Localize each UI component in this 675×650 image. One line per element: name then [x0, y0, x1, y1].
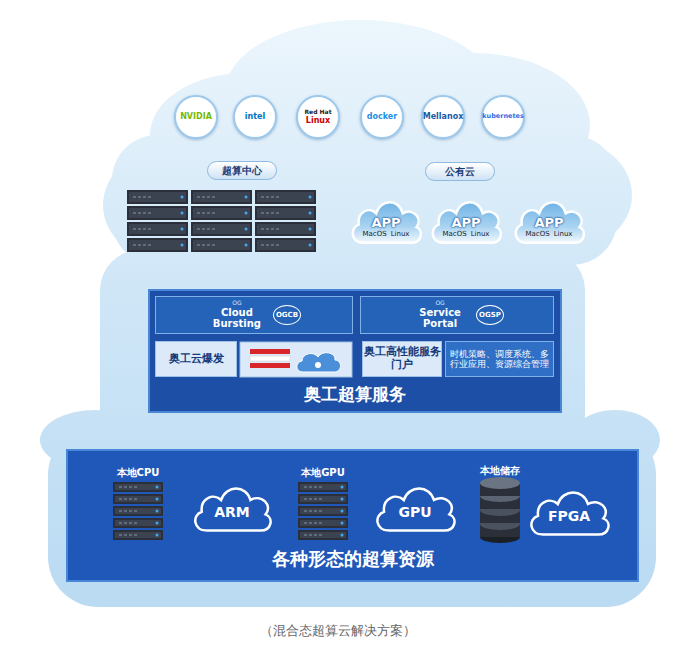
os-name: Linux: [554, 230, 573, 238]
server-racks: [113, 190, 348, 540]
appcloud-node: APPMacOS Linux: [348, 196, 424, 248]
os-name: MacOS: [362, 230, 386, 238]
bursting-image: [240, 342, 352, 377]
resource-label: 本地储存: [465, 464, 535, 478]
caption: （混合态超算云解决方案）: [0, 622, 675, 640]
logo-text: NVIDIA: [180, 112, 212, 121]
hdr-node: OGCloud Bursting OGCB: [155, 296, 353, 334]
storage-icon: [480, 477, 520, 543]
os-row: MacOS Linux: [362, 230, 409, 238]
os-name: MacOS: [442, 230, 466, 238]
light-text: 奥工高性能服务门户: [363, 346, 441, 371]
pill-node: 超算中心: [207, 161, 277, 180]
resource-name: GPU: [398, 498, 431, 520]
hdr-node: OGService Portal OGSP: [360, 296, 554, 334]
pill-node: 公有云: [425, 162, 495, 181]
resource-name: ARM: [214, 498, 250, 520]
header-badge: OGSP: [476, 305, 504, 325]
logo-text: docker: [367, 112, 397, 121]
appcloud-node: APPMacOS Linux: [511, 196, 587, 248]
logo-text: Mellanox: [423, 112, 464, 121]
pill-text: 超算中心: [222, 165, 262, 177]
mid-text: 奥工超算服务: [304, 385, 406, 405]
logo-node: NVIDIA: [174, 95, 218, 139]
cloud-shape: [40, 20, 660, 607]
resource-label: 本地GPU: [288, 466, 358, 480]
resource-name: FPGA: [548, 502, 590, 524]
header-prefix: OG: [435, 300, 444, 307]
os-name: Linux: [471, 230, 490, 238]
logo-node: kubernetes: [481, 95, 525, 139]
header-name: Service Portal: [410, 307, 470, 330]
logo-text: Linux: [306, 116, 330, 125]
app-title: APP: [451, 216, 480, 231]
light2-text: 时机策略、调度系统、多行业应用、资源综合管理: [450, 349, 549, 370]
os-row: MacOS Linux: [442, 230, 489, 238]
os-name: MacOS: [525, 230, 549, 238]
logo-node: docker: [360, 95, 404, 139]
header-name: Cloud Bursting: [207, 307, 267, 330]
logo-node: intel: [233, 95, 277, 139]
header-badge: OGCB: [273, 305, 301, 325]
light-node: 奥工高性能服务门户: [362, 341, 442, 377]
logo-text: kubernetes: [482, 113, 524, 120]
logo-node: Red HatLinux: [296, 95, 340, 139]
bot-text: 各种形态的超算资源: [272, 549, 434, 570]
header-prefix: OG: [232, 300, 241, 307]
logo-node: Mellanox: [421, 95, 465, 139]
rescloud-node: GPU: [372, 482, 458, 536]
mid-node: 奥工超算服务OGCloud BurstingOGCBOGService Port…: [148, 289, 562, 413]
os-name: Linux: [391, 230, 410, 238]
pill-text: 公有云: [445, 166, 475, 178]
light-node: 奥工云爆发: [155, 341, 237, 377]
light-text: 奥工云爆发: [169, 353, 224, 366]
resource-label: 本地CPU: [103, 466, 173, 480]
appcloud-node: APPMacOS Linux: [428, 196, 504, 248]
rescloud-node: FPGA: [526, 486, 612, 540]
light2-node: 时机策略、调度系统、多行业应用、资源综合管理: [445, 341, 554, 377]
header-title: OGService Portal: [410, 300, 470, 330]
app-title: APP: [534, 216, 563, 231]
os-row: MacOS Linux: [525, 230, 572, 238]
app-title: APP: [371, 216, 400, 231]
rescloud-node: ARM: [190, 482, 274, 536]
logo-text: Red Hat: [304, 109, 331, 116]
logo-text: intel: [245, 112, 265, 121]
header-title: OGCloud Bursting: [207, 300, 267, 330]
